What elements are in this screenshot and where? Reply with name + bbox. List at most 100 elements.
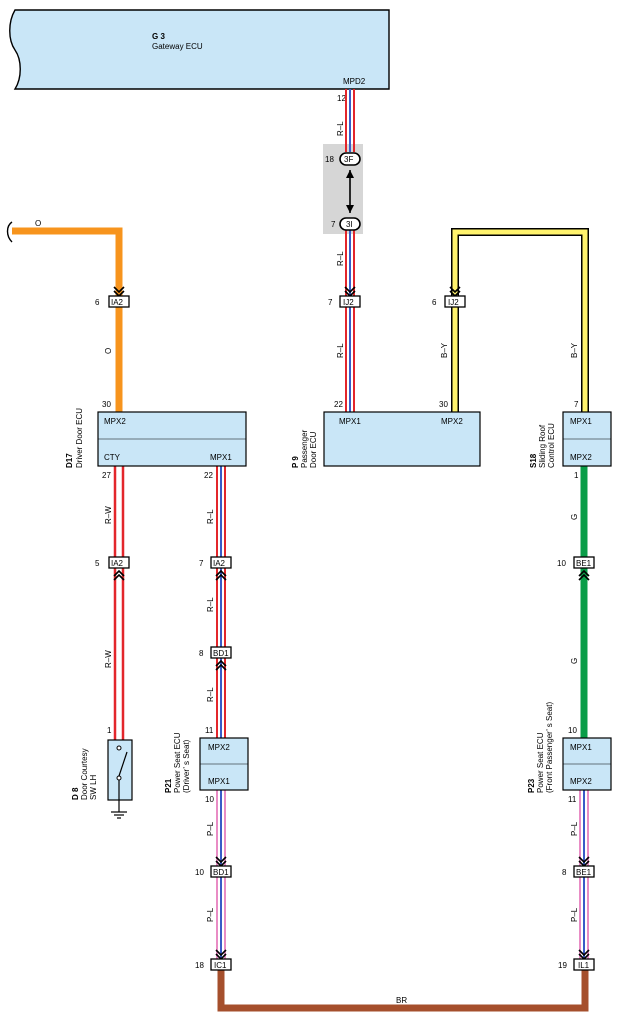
- sliding-roof-mpx2: MPX2: [570, 453, 592, 462]
- wire-label-br: BR: [396, 996, 407, 1005]
- sliding-roof-code: S18: [529, 453, 538, 468]
- driver-door-name: Driver Door ECU: [75, 408, 84, 468]
- connector-ij2-6-pin: 6: [432, 298, 437, 307]
- sliding-roof-name1: Sliding Roof: [538, 424, 547, 468]
- connector-be1-8: BE1 8: [562, 856, 595, 878]
- wire-o: [6, 221, 123, 412]
- junction-arrow-down: [346, 205, 354, 213]
- connector-bd1-8-pin: 8: [199, 649, 204, 658]
- courtesy-switch-name1: Door Courtesy: [80, 748, 89, 800]
- driver-door-pin-22: 22: [204, 471, 213, 480]
- connector-ia2-7-pin: 7: [199, 559, 204, 568]
- sliding-roof-mpx1: MPX1: [570, 417, 592, 426]
- wire-label-o: O: [104, 348, 113, 354]
- connector-ij2-7: IJ2 7: [328, 286, 361, 308]
- connector-be1-10-label: BE1: [576, 559, 592, 568]
- wire-label-by-2: B–Y: [570, 342, 579, 358]
- connector-ij2-7-pin: 7: [328, 298, 333, 307]
- driver-door-ecu: MPX2 CTY MPX1: [97, 411, 247, 467]
- wire-label-rl-5: R–L: [206, 597, 215, 612]
- wire-by: [451, 228, 589, 412]
- passenger-door-mpx2: MPX2: [441, 417, 463, 426]
- connector-bd1-10: BD1 10: [195, 856, 232, 878]
- connector-be1-8-pin: 8: [562, 868, 567, 877]
- passenger-door-mpx1: MPX1: [339, 417, 361, 426]
- wire-label-rl-6: R–L: [206, 687, 215, 702]
- junction-3f-label: 3F: [344, 155, 353, 164]
- seat-driver-pin-10: 10: [205, 795, 214, 804]
- wire-label-by-1: B–Y: [440, 342, 449, 358]
- wire-label-rw-1: R–W: [104, 506, 113, 524]
- seat-driver-name1: Power Seat ECU: [173, 732, 182, 793]
- junction-arrow-up: [346, 170, 354, 178]
- driver-door-pin-30: 30: [102, 400, 111, 409]
- seat-passenger-pin-11: 11: [568, 795, 577, 804]
- seat-passenger-mpx1: MPX1: [570, 743, 592, 752]
- connector-ia2-6-label: IA2: [111, 298, 124, 307]
- connector-ij2-6-label: IJ2: [448, 298, 459, 307]
- sliding-roof-name2: Control ECU: [547, 423, 556, 468]
- seat-passenger-name1: Power Seat ECU: [536, 732, 545, 793]
- connector-ij2-7-label: IJ2: [343, 298, 354, 307]
- connector-ia2-5-label: IA2: [111, 559, 124, 568]
- wire-label-o-top: O: [35, 219, 41, 228]
- seat-passenger-code: P23: [527, 778, 536, 793]
- sliding-roof-pin-7: 7: [574, 400, 579, 409]
- passenger-door-name1: Passenger: [300, 429, 309, 468]
- seat-passenger-pin-10: 10: [568, 726, 577, 735]
- junction-3f: 3F 18: [325, 152, 361, 166]
- connector-il1: IL1 19: [558, 949, 595, 971]
- connector-be1-10-pin: 10: [557, 559, 566, 568]
- wire-label-g-2: G: [570, 658, 579, 664]
- connector-be1-10: BE1 10: [557, 556, 595, 581]
- seat-driver-pin-11: 11: [205, 726, 214, 735]
- sliding-roof-pin-1: 1: [574, 471, 579, 480]
- courtesy-switch-name2: SW LH: [89, 774, 98, 800]
- driver-door-cty: CTY: [104, 453, 121, 462]
- connector-il1-label: IL1: [578, 961, 590, 970]
- wire-label-pl-2: P–L: [206, 907, 215, 922]
- seat-passenger-mpx2: MPX2: [570, 777, 592, 786]
- junction-3i-pin: 7: [331, 220, 336, 229]
- passenger-door-code: P 9: [291, 456, 300, 468]
- seat-passenger-name2: (Front Passenger’ s Seat): [545, 702, 554, 793]
- wire-rl-3i-passenger: [345, 230, 355, 412]
- passenger-door-ecu: MPX1 MPX2: [323, 411, 481, 467]
- seat-passenger-ecu: MPX1 MPX2: [562, 737, 612, 791]
- connector-bd1-8-label: BD1: [213, 649, 229, 658]
- sliding-roof-ecu: MPX1 MPX2: [562, 411, 612, 467]
- seat-driver-name2: (Driver’ s Seat): [182, 739, 191, 793]
- gateway-pin-12: 12: [337, 94, 346, 103]
- wire-label-pl-4: P–L: [570, 907, 579, 922]
- connector-ic1-pin: 18: [195, 961, 204, 970]
- courtesy-switch-pin-1: 1: [107, 726, 112, 735]
- gateway-port-label: MPD2: [343, 77, 366, 86]
- connector-ic1: IC1 18: [195, 949, 232, 971]
- passenger-door-name2: Door ECU: [309, 431, 318, 468]
- connector-bd1-10-pin: 10: [195, 868, 204, 877]
- connector-ij2-6: IJ2 6: [432, 286, 466, 308]
- wire-label-pl-3: P–L: [570, 821, 579, 836]
- connector-il1-pin: 19: [558, 961, 567, 970]
- courtesy-switch-code: D 8: [71, 787, 80, 800]
- connector-bd1-8: BD1 8: [199, 646, 232, 671]
- wire-br: [217, 970, 589, 1012]
- wire-label-rl-4: R–L: [206, 509, 215, 524]
- connector-ia2-7-label: IA2: [213, 559, 226, 568]
- connector-be1-8-label: BE1: [576, 868, 592, 877]
- gateway-ecu: G 3 Gateway ECU MPD2: [9, 9, 390, 90]
- connector-ia2-6: IA2 6: [95, 286, 130, 308]
- connector-ia2-6-pin: 6: [95, 298, 100, 307]
- wire-label-g-1: G: [570, 514, 579, 520]
- connector-ia2-7: IA2 7: [199, 556, 232, 581]
- wire-label-rl-1: R–L: [336, 121, 345, 136]
- seat-driver-code: P21: [164, 778, 173, 793]
- junction-3i: 3I 7: [331, 217, 361, 231]
- junction-3i-label: 3I: [346, 220, 353, 229]
- seat-driver-ecu: MPX2 MPX1: [199, 737, 249, 791]
- wire-label-rl-2: R–L: [336, 251, 345, 266]
- driver-door-mpx1: MPX1: [210, 453, 232, 462]
- seat-driver-mpx2: MPX2: [208, 743, 230, 752]
- connector-bd1-10-label: BD1: [213, 868, 229, 877]
